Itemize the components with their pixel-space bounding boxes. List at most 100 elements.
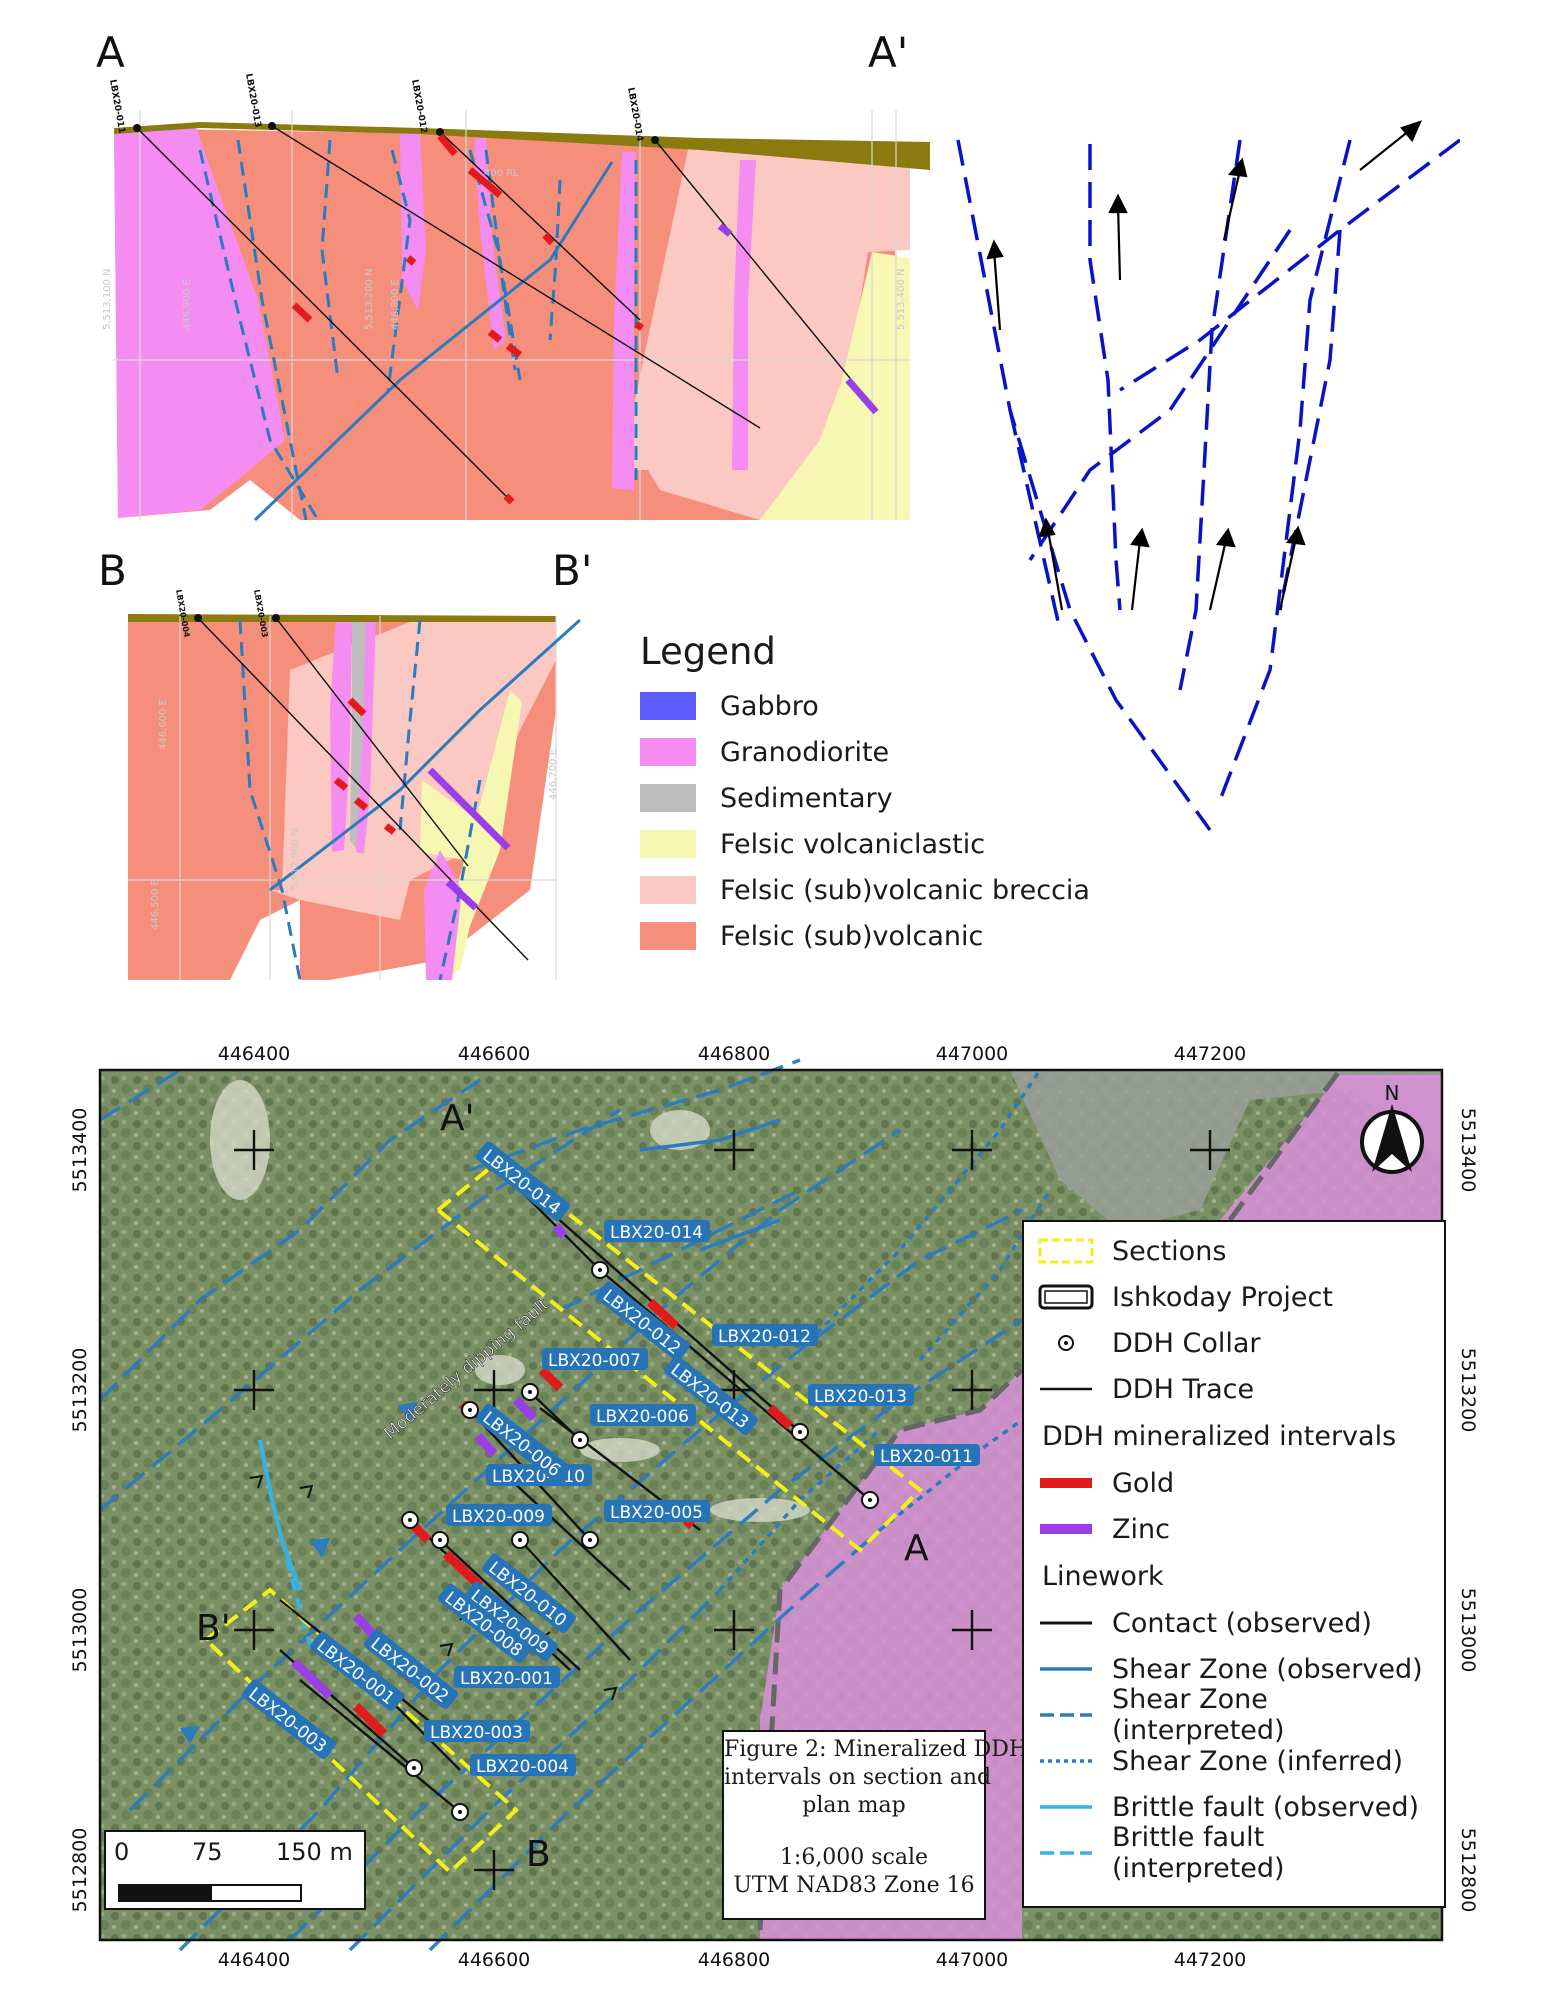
legend-heading: DDH mineralized intervals (1042, 1420, 1397, 1452)
section-box-b[interactable] (202, 1587, 519, 1875)
x-tick-bottom: 447000 (936, 1949, 1009, 1971)
legend-item-sedimentary: Sedimentary (640, 775, 1100, 821)
legend-title: Legend (640, 630, 776, 673)
faint-label: 446,600 E (158, 699, 169, 750)
gold-symbol (1040, 1478, 1092, 1488)
x-tick-bottom: 446600 (458, 1949, 531, 1971)
faint-label: 446,900 E (182, 279, 193, 330)
faint-label: 446,500 E (150, 879, 161, 930)
legend-swatch (640, 784, 696, 812)
map-label-a-prime: A' (440, 1098, 475, 1139)
scale-label-75: 75 (192, 1838, 223, 1866)
hole-label-lbx20-011: LBX20-011 (107, 79, 126, 135)
hole-tag[interactable]: LBX20-001 (454, 1666, 560, 1689)
hole-tag[interactable]: LBX20-009 (446, 1504, 552, 1527)
hole-tag[interactable]: LBX20-011 (874, 1444, 980, 1467)
section-a-label: A (96, 28, 125, 77)
legend-label: Shear Zone (interpreted) (1112, 1684, 1285, 1746)
caption-line: Figure 2: Mineralized DDH (724, 1737, 1029, 1762)
svg-text:LBX20-007: LBX20-007 (548, 1351, 641, 1371)
hole-tag[interactable]: LBX20-006 (590, 1404, 696, 1427)
section-a-prime-label: A' (868, 28, 909, 77)
figure-caption: Figure 2: Mineralized DDH intervals on s… (722, 1730, 1029, 1920)
legend-label: Ishkoday Project (1112, 1281, 1333, 1313)
legend-label: Felsic (sub)volcanic breccia (720, 874, 1090, 906)
legend-label: Shear Zone (inferred) (1112, 1745, 1404, 1777)
map-legend-sections: Sections (1034, 1228, 1434, 1274)
legend-label: Contact (observed) (1112, 1607, 1372, 1639)
map-legend-shear-observed: Shear Zone (observed) (1034, 1646, 1434, 1692)
x-tick-bottom: 446400 (218, 1949, 291, 1971)
y-tick-left: 5513000 (69, 1588, 91, 1673)
legend-label: Felsic volcaniclastic (720, 828, 986, 860)
north-label: N (1385, 1081, 1400, 1105)
y-tick-right: 5513200 (1457, 1348, 1479, 1433)
legend-label: Felsic (sub)volcanic (720, 920, 984, 952)
map-legend-shear-inferred: Shear Zone (inferred) (1034, 1738, 1434, 1784)
y-tick-left: 5512800 (69, 1828, 91, 1913)
shear-observed-symbol (1040, 1667, 1092, 1671)
hole-tag[interactable]: LBX20-012 (712, 1324, 818, 1347)
legend-label: Shear Zone (observed) (1112, 1653, 1423, 1685)
hole-label-lbx20-012: LBX20-012 (409, 79, 428, 135)
section-box-a[interactable] (434, 1157, 924, 1553)
lithology-legend: Legend Gabbro Granodiorite Sedimentary F… (640, 630, 1100, 959)
overburden-layer (114, 122, 930, 170)
granodiorite-dyke-4 (732, 160, 756, 470)
faint-label: 446,700 E (548, 749, 559, 800)
hole-tag[interactable]: LBX20-003 (424, 1720, 530, 1743)
svg-text:LBX20-009: LBX20-009 (452, 1507, 545, 1527)
north-arrow: N (1360, 1081, 1424, 1174)
scale-label-0: 0 (114, 1838, 130, 1866)
caption-line: 1:6,000 scale (779, 1845, 929, 1870)
svg-text:LBX20-014: LBX20-014 (610, 1223, 703, 1243)
map-label-b: B (526, 1834, 551, 1875)
section-b-cross-section: LBX20-004 LBX20-003 446,600 E 446,500 E … (128, 590, 582, 981)
caption-line: UTM NAD83 Zone 16 (733, 1873, 975, 1898)
map-label-a: A (904, 1528, 929, 1569)
legend-label: Zinc (1112, 1513, 1170, 1545)
y-tick-left: 5513200 (69, 1348, 91, 1433)
hole-tag[interactable]: LBX20-013 (808, 1384, 914, 1407)
scale-segment-white (210, 1884, 302, 1902)
map-legend-collar: DDH Collar (1034, 1320, 1434, 1366)
scale-label-150: 150 m (276, 1838, 353, 1866)
legend-label: DDH Collar (1112, 1327, 1261, 1359)
faint-label: 5,513,200 N (364, 268, 375, 330)
legend-item-granodiorite: Granodiorite (640, 729, 1100, 775)
hole-tag[interactable]: LBX20-007 (542, 1348, 648, 1371)
brittle-fault-interpreted (280, 1539, 314, 1651)
overburden-layer-b (128, 614, 556, 622)
section-a-cross-section: LBX20-011 LBX20-013 LBX20-012 LBX20-014 … (102, 73, 930, 522)
zinc-symbol (1040, 1524, 1092, 1534)
fault-line-b (269, 618, 582, 892)
svg-text:LBX20-004: LBX20-004 (476, 1757, 569, 1777)
map-legend-trace: DDH Trace (1034, 1366, 1434, 1412)
legend-swatch (640, 738, 696, 766)
y-tick-right: 5513400 (1457, 1108, 1479, 1193)
map-legend-brittle-observed: Brittle fault (observed) (1034, 1784, 1434, 1830)
x-tick-bottom: 447200 (1174, 1949, 1247, 1971)
brittle-fault (258, 1439, 302, 1591)
hole-tag[interactable]: LBX20-004 (470, 1754, 576, 1777)
legend-swatch (640, 922, 696, 950)
hole-label-lbx20-014: LBX20-014 (625, 87, 644, 143)
granodiorite-unit-west (114, 128, 285, 518)
sections-symbol (1038, 1238, 1094, 1264)
legend-item-felsic-volcanic: Felsic (sub)volcanic (640, 913, 1100, 959)
shear-inferred-symbol (1040, 1759, 1092, 1763)
section-b-prime-label: B' (552, 546, 593, 595)
legend-swatch (640, 876, 696, 904)
svg-text:LBX20-006: LBX20-006 (596, 1407, 689, 1427)
faint-label: 5,512,900 N (290, 828, 301, 890)
svg-text:LBX20-005: LBX20-005 (610, 1503, 703, 1523)
map-legend-contact: Contact (observed) (1034, 1600, 1434, 1646)
hole-tag[interactable]: LBX20-005 (604, 1500, 710, 1523)
hole-tag[interactable]: LBX20-014 (604, 1220, 710, 1243)
y-tick-right: 5513000 (1457, 1588, 1479, 1673)
legend-label: Brittle fault (observed) (1112, 1791, 1420, 1823)
svg-text:LBX20-001: LBX20-001 (460, 1669, 553, 1689)
legend-item-felsic-breccia: Felsic (sub)volcanic breccia (640, 867, 1100, 913)
granodiorite-dyke-b2 (356, 618, 376, 854)
legend-label: Gold (1112, 1467, 1175, 1499)
